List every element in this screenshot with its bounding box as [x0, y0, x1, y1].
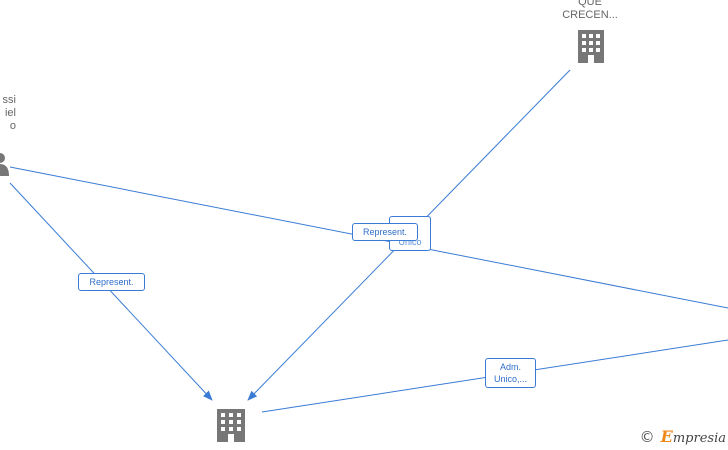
copyright-symbol: ©	[639, 427, 655, 446]
edge-label-person-to-bottom: Represent.	[78, 273, 145, 291]
person-label[interactable]: ssi iel o	[2, 94, 16, 132]
edge-label-bottom-to-right: Adm. Unico,...	[485, 358, 536, 388]
top-company-label[interactable]: QUE CRECEN...	[562, 0, 618, 21]
building-icon[interactable]	[578, 30, 604, 63]
empresia-watermark: © Empresia	[640, 427, 726, 446]
empresia-logo: Empresia	[660, 427, 726, 446]
edge-label-person-to-right: Represent.	[352, 223, 418, 241]
person-icon[interactable]	[0, 153, 9, 176]
building-icon[interactable]	[217, 409, 245, 442]
edge-person-to-bottom-company[interactable]	[9, 182, 213, 401]
